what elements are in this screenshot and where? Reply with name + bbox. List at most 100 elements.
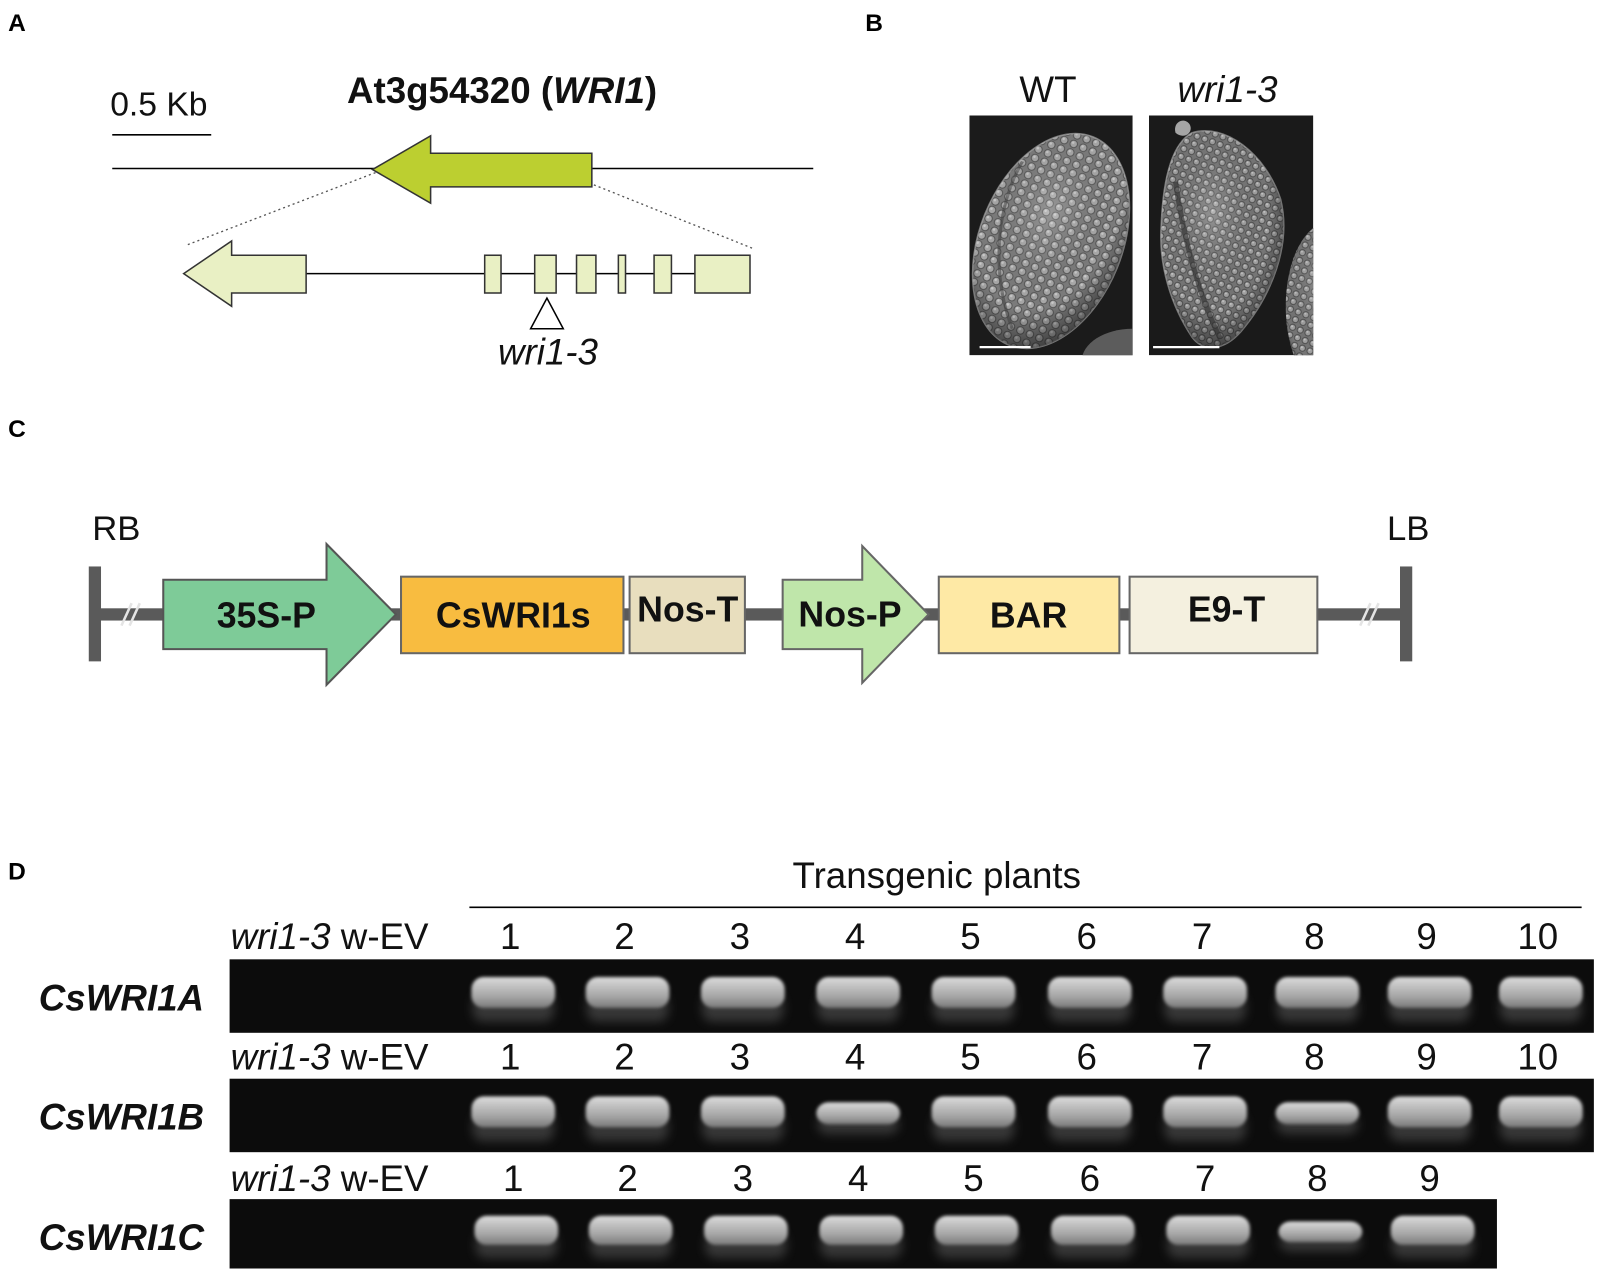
- pcr-band: [588, 1215, 673, 1245]
- pcr-band: [585, 976, 670, 1008]
- pcr-band: [1051, 1215, 1135, 1245]
- exon: [653, 254, 673, 294]
- pcr-band: [474, 1215, 559, 1245]
- lane-number: 8: [1307, 1158, 1327, 1199]
- lane-number: 5: [963, 1158, 983, 1199]
- lane-number: 4: [845, 916, 865, 957]
- lane-number: 9: [1416, 1037, 1436, 1078]
- exon: [575, 254, 597, 294]
- insertion-allele-label: wri1-3: [498, 331, 599, 372]
- pcr-band: [1390, 1215, 1475, 1245]
- panel-label-a: A: [8, 10, 26, 37]
- pcr-band: [816, 1102, 900, 1125]
- pcr-band: [1387, 976, 1472, 1008]
- lane-number: 8: [1304, 916, 1324, 957]
- panel-b: B WT wri1-3: [865, 10, 1314, 356]
- mutant-seed-crease: [1172, 181, 1223, 341]
- gene-locus: At3g54320 (: [347, 70, 554, 111]
- pcr-band: [1166, 1215, 1250, 1245]
- pcr-band: [1047, 976, 1132, 1008]
- cswri1s-box: [400, 575, 625, 655]
- pcr-band: [585, 1096, 670, 1128]
- gene-title: At3g54320 (WRI1): [347, 70, 657, 111]
- promoter-35s-label: 35S-P: [217, 596, 316, 636]
- lane-number: 8: [1304, 1037, 1324, 1078]
- neighbor-seed-shading: [1285, 228, 1314, 356]
- pcr-band: [1498, 1096, 1583, 1128]
- lane-number: 1: [500, 916, 520, 957]
- pcr-band: [471, 976, 556, 1008]
- control-genotype: wri1-3: [231, 916, 332, 957]
- lane-number: 3: [733, 1158, 753, 1199]
- mutant-seed-shading: [1160, 130, 1284, 348]
- panel-label-c: C: [8, 416, 26, 443]
- lane-number: 2: [614, 1037, 634, 1078]
- panel-label-b: B: [865, 10, 883, 37]
- pcr-band: [1387, 1096, 1472, 1128]
- lane-number: 5: [960, 916, 980, 957]
- pcr-band: [931, 976, 1016, 1008]
- lane-number: 3: [730, 916, 750, 957]
- e9-terminator-label: E9-T: [1188, 590, 1266, 630]
- gene-name: CsWRI1B: [39, 1097, 204, 1138]
- pcr-band: [701, 1096, 785, 1128]
- zoom-line-right: [593, 184, 753, 249]
- pcr-band: [471, 1096, 556, 1128]
- transgenic-header: Transgenic plants: [793, 855, 1081, 896]
- panel-a: A 0.5 Kb At3g54320 (WRI1) wri1-3: [8, 10, 814, 372]
- pcr-band: [1163, 976, 1247, 1008]
- control-genotype: wri1-3: [231, 1158, 332, 1199]
- pcr-band: [1498, 976, 1583, 1008]
- cswri1s-label: CsWRI1s: [436, 596, 591, 636]
- lane-number: 1: [503, 1158, 523, 1199]
- pcr-band: [1275, 1102, 1360, 1125]
- zoom-line-left: [186, 171, 376, 246]
- lane-number: 6: [1080, 1158, 1100, 1199]
- exon: [483, 254, 502, 294]
- pcr-band: [816, 976, 900, 1008]
- seed-appendage: [1175, 120, 1191, 136]
- lane-number: 4: [845, 1037, 865, 1078]
- nos-promoter-arrow: [781, 543, 930, 686]
- lane-number: 4: [848, 1158, 868, 1199]
- nos-terminator-box: [628, 575, 746, 655]
- pcr-band: [934, 1215, 1019, 1245]
- nos-terminator-label: Nos-T: [637, 590, 738, 630]
- control-vector: w-EV: [340, 1158, 429, 1199]
- lane-number: 9: [1416, 916, 1436, 957]
- pcr-band: [701, 976, 785, 1008]
- gel-image: [229, 959, 1594, 1033]
- neighbor-seed: [1082, 328, 1133, 356]
- exon-boxes: [483, 254, 751, 294]
- lane-number: 3: [730, 1037, 750, 1078]
- gene-title-close: ): [645, 70, 657, 111]
- wt-seed-ridge: [997, 160, 1024, 330]
- pcr-band: [931, 1096, 1016, 1128]
- lane-number: 6: [1077, 916, 1097, 957]
- lane-number: 5: [960, 1037, 980, 1078]
- promoter-35s-arrow: [162, 541, 398, 688]
- lb-border-bar: [1400, 566, 1413, 662]
- lane-number: 7: [1195, 1158, 1215, 1199]
- gel-image: [229, 1078, 1594, 1153]
- control-vector: w-EV: [340, 1037, 429, 1078]
- gene-name: CsWRI1A: [39, 977, 204, 1018]
- insertion-triangle-icon: [529, 296, 565, 330]
- panel-label-d: D: [8, 859, 26, 886]
- panel-c: C RB LB 35S-P CsWRI1s Nos-T Nos-P BAR E9…: [8, 416, 1429, 688]
- pcr-band: [1278, 1221, 1363, 1243]
- break-mark-right: [1359, 602, 1380, 627]
- mutant-caption: wri1-3: [1178, 69, 1279, 110]
- e9-terminator-box: [1128, 575, 1319, 655]
- lane-number: 9: [1419, 1158, 1439, 1199]
- pcr-band: [1163, 1096, 1247, 1128]
- bar-gene-box: [937, 575, 1121, 655]
- lane-number: 6: [1077, 1037, 1097, 1078]
- gene-model-arrow: [182, 239, 307, 308]
- lane-number: 2: [617, 1158, 637, 1199]
